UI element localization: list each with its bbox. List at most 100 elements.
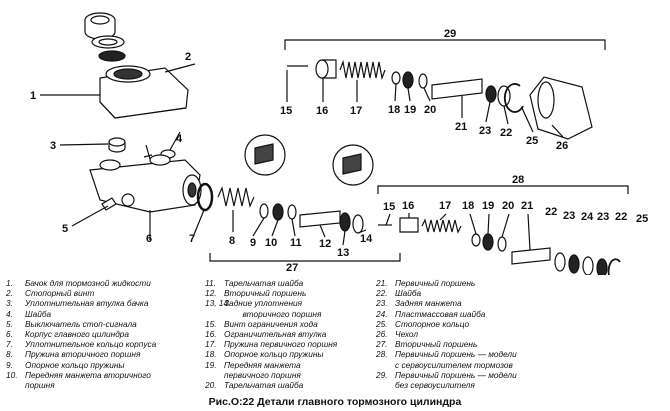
callout-25-lower: 25 <box>636 213 648 225</box>
callout-24-lower: 24 <box>581 211 594 223</box>
bracket-29 <box>284 39 606 50</box>
legend-item: 26.Чехол <box>376 329 517 339</box>
legend-item: 3.Уплотнительная втулка бачка <box>6 298 156 308</box>
legend-item-text: Корпус главного цилиндра <box>25 329 130 340</box>
legend-item: 16. Ограничительная втулка <box>205 329 337 339</box>
callout-2: 2 <box>185 51 191 63</box>
secondary-piston <box>299 210 341 228</box>
callout-6: 6 <box>146 233 152 245</box>
legend-item-text: Опорное кольцо пружины <box>25 359 125 370</box>
legend-item: 11.Тарельчатая шайба <box>205 278 337 288</box>
legend-item: 4.Шайба <box>6 309 156 319</box>
callout-22: 22 <box>500 127 512 139</box>
legend-item: 1. Бачок для тормозной жидкости <box>6 278 156 288</box>
legend-item-number: 29. <box>376 369 388 380</box>
legend-item: 13, 14.Задние уплотнения вторичного порш… <box>205 298 337 318</box>
callout-29: 29 <box>444 28 456 40</box>
legend-item: 5. Выключатель стоп-сигнала <box>6 319 156 329</box>
bracket-28 <box>377 185 629 194</box>
master-cylinder-body <box>89 154 202 213</box>
body-o-ring <box>196 182 214 212</box>
exploded-view-diagram: 1 2 3 4 5 6 7 8 9 10 11 12 13 14 15 16 1… <box>30 12 648 275</box>
callout-19: 19 <box>404 104 416 116</box>
legend-item: 29. Первичный поршень — модели без сервоу… <box>376 370 517 390</box>
figure-caption: Рис.О:22 Детали главного тормозного цили… <box>208 396 462 408</box>
legend-item-text: Ограничительная втулка <box>224 329 327 340</box>
legend-item-text: Задние уплотнения вторичного поршня <box>224 298 322 319</box>
callout-3: 3 <box>50 140 56 152</box>
legend-item-number: 13, 14. <box>205 298 231 309</box>
legend-item: 24. Пластмассовая шайба <box>376 309 517 319</box>
callout-5: 5 <box>62 223 68 235</box>
legend-item-text: Тарельчатая шайба <box>224 278 304 288</box>
legend-item-number: 12. <box>205 288 217 299</box>
callout-1: 1 <box>30 90 36 102</box>
legend-item-number: 2. <box>6 288 13 299</box>
callout-23-lower: 23 <box>563 210 575 222</box>
legend-item-number: 4. <box>6 308 13 319</box>
bracket-27 <box>209 253 401 262</box>
callout-23: 23 <box>479 125 491 137</box>
legend-item-text: Вторичный поршень <box>224 288 307 299</box>
legend-item: 25.Стопорное кольцо <box>376 319 517 329</box>
legend-item-number: 24. <box>376 308 388 319</box>
legend-item-number: 17. <box>205 339 217 350</box>
legend-item-text: Пружина вторичного поршня <box>25 349 141 360</box>
legend-item-number: 25. <box>376 318 388 329</box>
legend-item-text: Первичный поршень — модели без сервоусил… <box>395 369 517 391</box>
callout-23b-lower: 23 <box>597 211 609 223</box>
legend-item: 28. Первичный поршень — модели с сервоуси… <box>376 349 517 369</box>
legend-item-text: Первичный поршень — модели с сервоусилит… <box>395 349 517 370</box>
legend-item-number: 20. <box>205 380 217 391</box>
legend-item-number: 23. <box>376 298 388 309</box>
legend-item-text: Пружина первичного поршня <box>224 339 338 350</box>
callout-17-lower: 17 <box>439 200 451 212</box>
legend-item: 9.Опорное кольцо пружины <box>6 360 156 370</box>
callout-21: 21 <box>455 121 467 133</box>
callout-15-lower: 15 <box>383 201 395 213</box>
legend-item-number: 6. <box>6 329 13 340</box>
primary-piston-29 <box>431 78 483 100</box>
legend-item: 18.Опорное кольцо пружины <box>205 349 337 359</box>
callout-20: 20 <box>424 104 436 116</box>
legend-item-number: 3. <box>6 298 13 309</box>
callout-11: 11 <box>290 237 302 249</box>
legend-item: 12. Вторичный поршень <box>205 288 337 298</box>
legend-item: 7.Уплотнительное кольцо корпуса <box>6 339 156 349</box>
legend-item: 19.Передняя манжета первичного поршня <box>205 360 337 380</box>
callout-15: 15 <box>280 105 292 117</box>
legend-item-text: Бачок для тормозной жидкости <box>25 278 151 288</box>
legend-item-text: Выключатель стоп-сигнала <box>25 318 137 329</box>
callout-14: 14 <box>360 233 373 245</box>
callout-8: 8 <box>229 235 235 247</box>
legend-item-text: Передняя манжета вторичного поршня <box>25 369 151 391</box>
callout-18: 18 <box>388 104 400 116</box>
legend-item-text: Пластмассовая шайба <box>395 308 486 319</box>
callout-19-lower: 19 <box>482 200 494 212</box>
callout-21-lower: 21 <box>521 200 533 212</box>
legend-item-number: 16. <box>205 329 217 340</box>
legend-item-number: 27. <box>376 339 388 350</box>
callout-4: 4 <box>176 133 183 145</box>
legend-item: 27.Вторичный поршень <box>376 339 517 349</box>
legend-item-number: 5. <box>6 318 13 329</box>
legend-item-number: 19. <box>205 359 217 370</box>
brake-fluid-reservoir <box>99 65 189 119</box>
legend-item-text: Уплотнительное кольцо корпуса <box>25 339 157 350</box>
callout-12: 12 <box>319 238 331 250</box>
legend-item: 21. Первичный поршень <box>376 278 517 288</box>
legend-item-number: 28. <box>376 349 388 360</box>
legend-item-text: Винт ограничения хода <box>224 318 318 329</box>
legend-item-text: Шайба <box>395 288 422 299</box>
legend-item-number: 21. <box>376 278 388 288</box>
callout-26: 26 <box>556 140 568 152</box>
callout-16-lower: 16 <box>402 200 414 212</box>
legend-item-text: Первичный поршень <box>395 278 476 288</box>
legend-item-number: 1. <box>6 278 13 288</box>
bushing-3 <box>108 137 126 153</box>
legend-item: 10.Передняя манжета вторичного поршня <box>6 370 156 390</box>
legend-item: 20.Тарельчатая шайба <box>205 380 337 390</box>
